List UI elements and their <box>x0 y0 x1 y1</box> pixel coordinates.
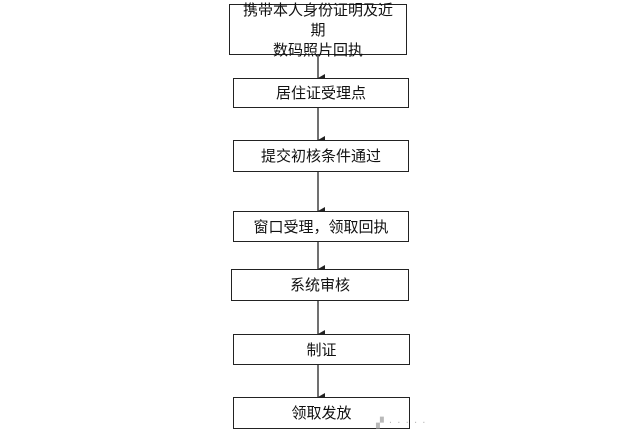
step-acceptance-point: 居住证受理点 <box>233 78 409 108</box>
step-initial-check: 提交初核条件通过 <box>233 140 409 172</box>
step-distribution: 领取发放 <box>233 397 410 429</box>
step-initial-check-label: 提交初核条件通过 <box>260 147 381 165</box>
watermark: ▞ · · · · · <box>376 418 427 429</box>
step-acceptance-point-label: 居住证受理点 <box>275 84 366 102</box>
step-window-acceptance-label: 窗口受理，领取回执 <box>253 217 389 236</box>
step-card-production: 制证 <box>233 334 410 365</box>
step-window-acceptance: 窗口受理，领取回执 <box>233 211 409 242</box>
step-system-review-label: 系统审核 <box>289 276 350 294</box>
step-id-and-photo: 携带本人身份证明及近期 数码照片回执 <box>229 1 407 59</box>
step-id-and-photo-line-1: 携带本人身份证明及近期 <box>242 0 393 39</box>
step-system-review: 系统审核 <box>231 269 409 301</box>
step-id-and-photo-line-2: 数码照片回执 <box>272 40 363 59</box>
step-card-production-label: 制证 <box>306 340 337 359</box>
step-distribution-label: 领取发放 <box>291 404 352 422</box>
